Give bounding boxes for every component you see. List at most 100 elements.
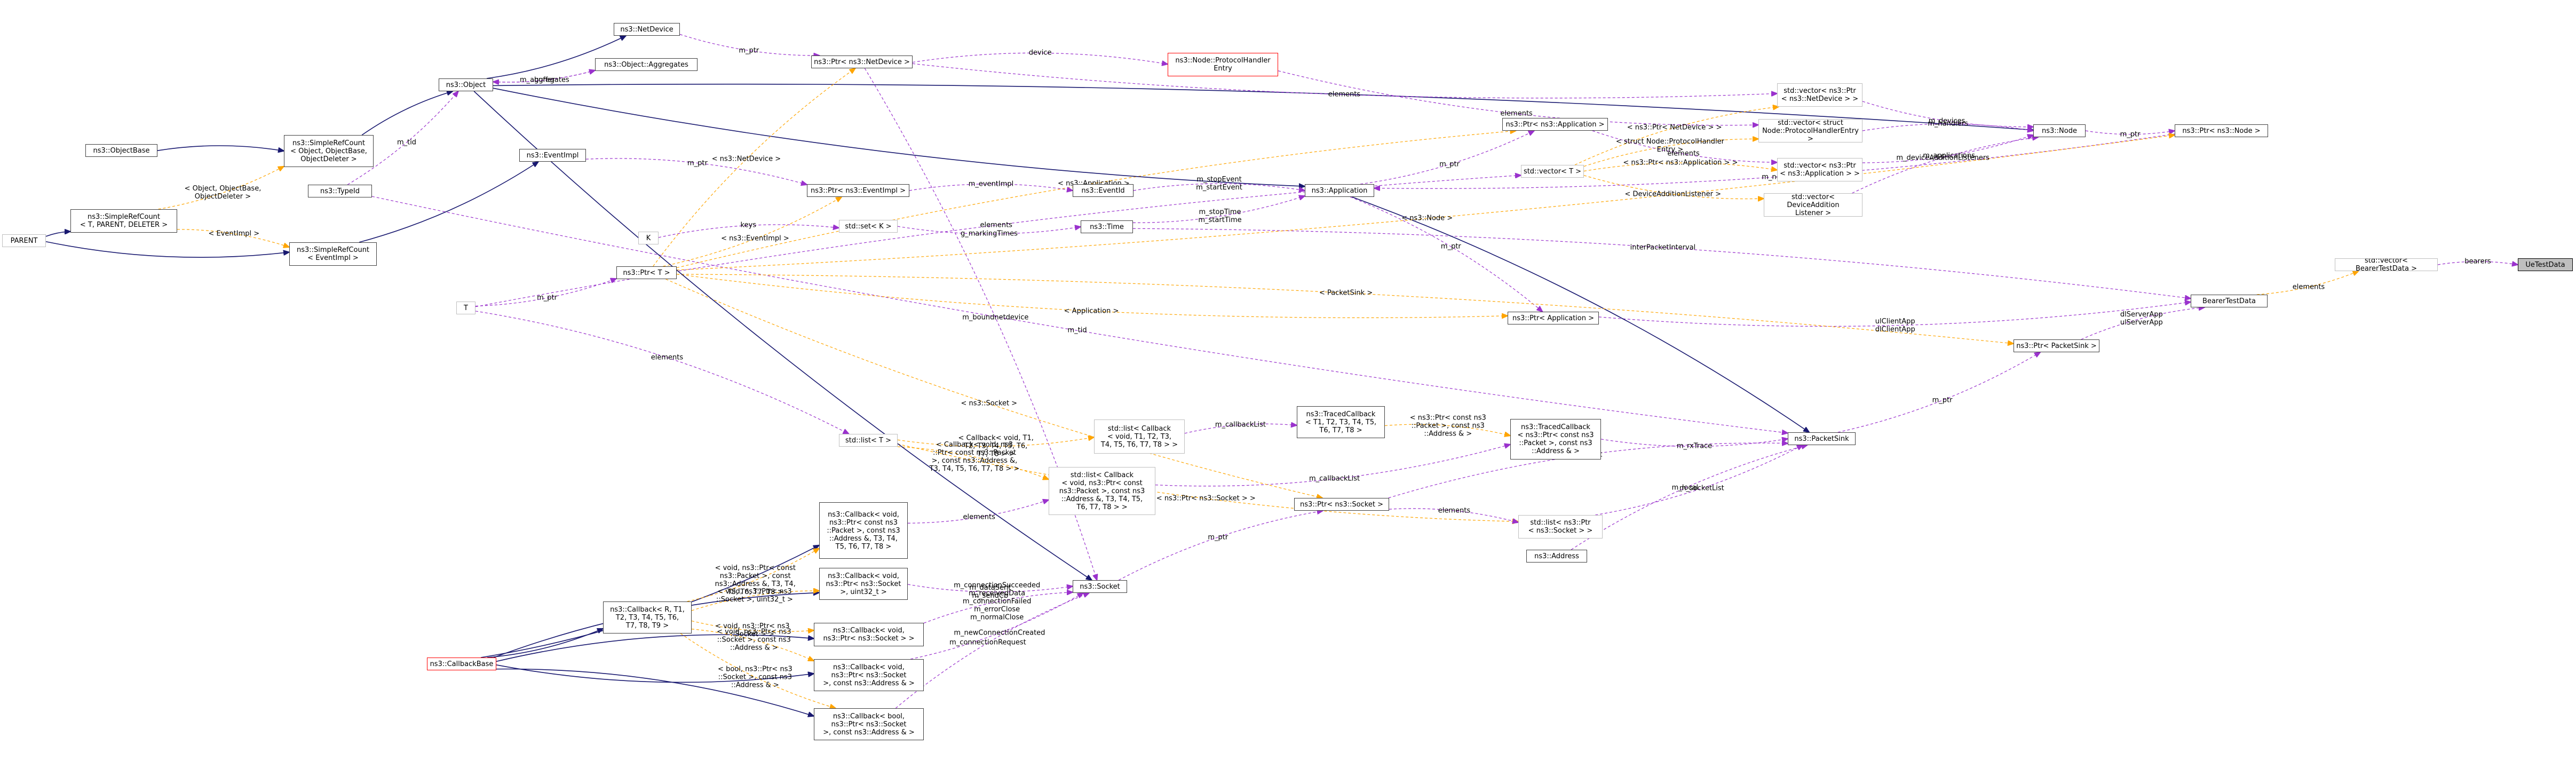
class-node-ptr-application-ns3[interactable]: ns3::Ptr< ns3::Application > (1502, 118, 1608, 131)
class-node-set-k[interactable]: std::set< K > (839, 220, 898, 233)
edge-label: m_connectionSucceeded m_receivedData m_c… (954, 581, 1041, 622)
edge-label: < DeviceAdditionListener > (1624, 190, 1722, 199)
edge-label: m_connectionRequest (949, 638, 1026, 647)
edge-label: m_ptr (1932, 396, 1953, 405)
edge-label: m_dataSent m_sendCb (969, 584, 1011, 600)
edge-BearerTestData-to-vector_BearerTestData (2256, 271, 2359, 295)
class-node-ptr-socket[interactable]: ns3::Ptr< ns3::Socket > (1294, 498, 1389, 511)
class-node-ptr-node[interactable]: ns3::Ptr< ns3::Node > (2175, 124, 2268, 137)
edge-label: m_local (1671, 484, 1699, 492)
edge-Callback_packet-to-list_Callback_packet (907, 500, 1049, 524)
edge-CallbackBase-to-Callback_bool (496, 668, 814, 716)
class-node-list-callback-generic[interactable]: std::list< Callback < void, T1, T2, T3, … (1094, 419, 1185, 454)
class-node-vector-deviceadditionlistener[interactable]: std::vector< DeviceAddition Listener > (1764, 193, 1862, 217)
class-node-callback-socket-addr[interactable]: ns3::Callback< void, ns3::Ptr< ns3::Sock… (814, 659, 924, 691)
edge-label: elements (1438, 506, 1471, 515)
edge-TracedCallback_generic-to-TracedCallback_packet (1384, 424, 1510, 435)
edge-Object-to-Socket (473, 91, 1092, 580)
class-node-time[interactable]: ns3::Time (1081, 220, 1133, 233)
edge-Application-to-Ptr_Application_ns3 (1360, 131, 1534, 185)
class-node-typeid[interactable]: ns3::TypeId (308, 185, 372, 197)
edge-label: m_newConnectionCreated (954, 629, 1045, 637)
class-node-simplerefcount-template[interactable]: ns3::SimpleRefCount < T, PARENT, DELETER… (70, 209, 177, 233)
edge-Node-to-Ptr_Node (2085, 131, 2175, 135)
class-node-eventid[interactable]: ns3::EventId (1073, 184, 1134, 197)
class-node-packetsink[interactable]: ns3::PacketSink (1788, 432, 1856, 445)
edge-Ptr_T-to-Ptr_EventImpl (663, 197, 842, 267)
class-node-list-ptr-socket[interactable]: std::list< ns3::Ptr < ns3::Socket > > (1518, 515, 1603, 539)
class-node-eventimpl[interactable]: ns3::EventImpl (519, 149, 586, 162)
class-node-vector-t[interactable]: std::vector< T > (1521, 165, 1584, 178)
class-node-list-t[interactable]: std::list< T > (839, 434, 898, 447)
edge-Ptr_EventImpl-to-EventId (909, 184, 1073, 191)
class-node-vector-ptr-netdevice[interactable]: std::vector< ns3::Ptr < ns3::NetDevice >… (1777, 83, 1862, 107)
class-node-vector-ptr-application[interactable]: std::vector< ns3::Ptr < ns3::Application… (1777, 158, 1862, 181)
class-node-callbackbase[interactable]: ns3::CallbackBase (427, 658, 496, 670)
class-node-uetestdata[interactable]: UeTestData (2518, 258, 2573, 271)
class-node-t[interactable]: T (456, 302, 475, 314)
class-node-objectbase[interactable]: ns3::ObjectBase (85, 144, 157, 157)
class-node-k[interactable]: K (638, 232, 659, 244)
edge-label: elements (1328, 90, 1361, 99)
class-node-ptr-netdevice[interactable]: ns3::Ptr< ns3::NetDevice > (811, 56, 913, 68)
edge-Time-to-BearerTestData (1132, 228, 2191, 298)
class-node-vector-protocolhandlerentry[interactable]: std::vector< struct Node::ProtocolHandle… (1758, 119, 1862, 142)
edge-label: m_applications (1923, 152, 1975, 160)
edge-vector_Ptr_NetDevice-to-Node (1862, 101, 2033, 127)
edge-TypeId-to-Object (347, 91, 458, 185)
class-node-list-callback-packet[interactable]: std::list< Callback < void, ns3::Ptr< co… (1049, 467, 1155, 515)
edge-EventId-to-Application (1133, 183, 1305, 191)
class-node-ptr-eventimpl[interactable]: ns3::Ptr< ns3::EventImpl > (807, 184, 909, 197)
edge-label: ulClientApp dlClientApp (1875, 317, 1915, 334)
class-node-socket[interactable]: ns3::Socket (1073, 580, 1127, 593)
edge-Callback_generic-to-Callback_socket_uint (691, 591, 819, 611)
edge-Ptr_T-to-Ptr_NetDevice (653, 68, 855, 267)
edge-vector_T-to-vector_ProtocolHandlerEntry (1583, 139, 1758, 167)
class-node-bearertestdata[interactable]: BearerTestData (2191, 295, 2268, 307)
class-node-address[interactable]: ns3::Address (1526, 550, 1587, 563)
class-node-callback-socket-uint[interactable]: ns3::Callback< void, ns3::Ptr< ns3::Sock… (819, 568, 908, 600)
edge-label: < void, ns3::Ptr< ns3 ::Socket > > (715, 622, 790, 639)
edge-label: m_ptr (1208, 533, 1228, 542)
class-node-tracedcallback-generic[interactable]: ns3::TracedCallback < T1, T2, T3, T4, T5… (1297, 406, 1385, 438)
edge-vector_T-to-vector_Ptr_Application (1583, 162, 1777, 171)
class-node-protocolhandlerentry[interactable]: ns3::Node::ProtocolHandler Entry (1168, 53, 1278, 76)
edge-Application-to-PacketSink (1352, 196, 1809, 432)
edge-label: < Application > (1064, 307, 1119, 315)
edge-Callback_generic-to-Callback_socket (691, 620, 814, 631)
class-node-object[interactable]: ns3::Object (439, 78, 493, 91)
class-node-vector-bearertestdata[interactable]: std::vector< BearerTestData > (2335, 258, 2438, 271)
class-node-netdevice[interactable]: ns3::NetDevice (614, 23, 680, 36)
class-node-simplerefcount-object[interactable]: ns3::SimpleRefCount < Object, ObjectBase… (284, 135, 374, 167)
edge-label: dlServerApp ulServerApp (2120, 310, 2163, 327)
class-node-ptr-packetsink[interactable]: ns3::Ptr< PacketSink > (2014, 339, 2099, 352)
class-node-ptr-application2[interactable]: ns3::Ptr< Application > (1508, 312, 1599, 324)
edge-label: m_aggregates (519, 76, 569, 84)
edge-label: < void, ns3::Ptr< ns3 ::Socket >, const … (717, 628, 791, 652)
class-node-parent[interactable]: PARENT (2, 234, 46, 247)
class-node-aggregates[interactable]: ns3::Object::Aggregates (595, 58, 697, 71)
edge-EventImpl-to-Ptr_EventImpl (585, 158, 807, 185)
class-node-callback-packet[interactable]: ns3::Callback< void, ns3::Ptr< const ns3… (819, 502, 908, 559)
class-node-node[interactable]: ns3::Node (2033, 124, 2086, 137)
edge-Ptr_PacketSink-to-BearerTestData (2081, 307, 2205, 340)
edge-label: m_ptr (2120, 130, 2141, 139)
class-node-callback-generic[interactable]: ns3::Callback< R, T1, T2, T3, T4, T5, T6… (603, 601, 692, 634)
edge-label: m_devices (1928, 117, 1965, 125)
edge-label: m_ptr (739, 46, 759, 55)
edge-label: m_tid (1067, 326, 1087, 335)
edge-label: elements (651, 353, 684, 362)
edge-label: m_callbackList (1215, 421, 1266, 429)
edge-vector_Ptr_Application-to-Node (1862, 135, 2033, 163)
class-node-simplerefcount-eventimpl[interactable]: ns3::SimpleRefCount < EventImpl > (289, 242, 377, 266)
edge-list_T-to-list_Callback_generic (897, 437, 1094, 447)
class-node-callback-bool[interactable]: ns3::Callback< bool, ns3::Ptr< ns3::Sock… (814, 708, 924, 740)
class-node-tracedcallback-packet[interactable]: ns3::TracedCallback < ns3::Ptr< const ns… (1510, 419, 1601, 460)
class-node-callback-socket[interactable]: ns3::Callback< void, ns3::Ptr< ns3::Sock… (814, 623, 924, 646)
class-node-application[interactable]: ns3::Application (1305, 184, 1374, 197)
edge-label: elements (963, 513, 995, 521)
edge-label: m_callbackList (1309, 474, 1360, 483)
edge-set_K-to-Time (897, 226, 1081, 234)
class-node-ptr-t[interactable]: ns3::Ptr< T > (616, 266, 677, 279)
